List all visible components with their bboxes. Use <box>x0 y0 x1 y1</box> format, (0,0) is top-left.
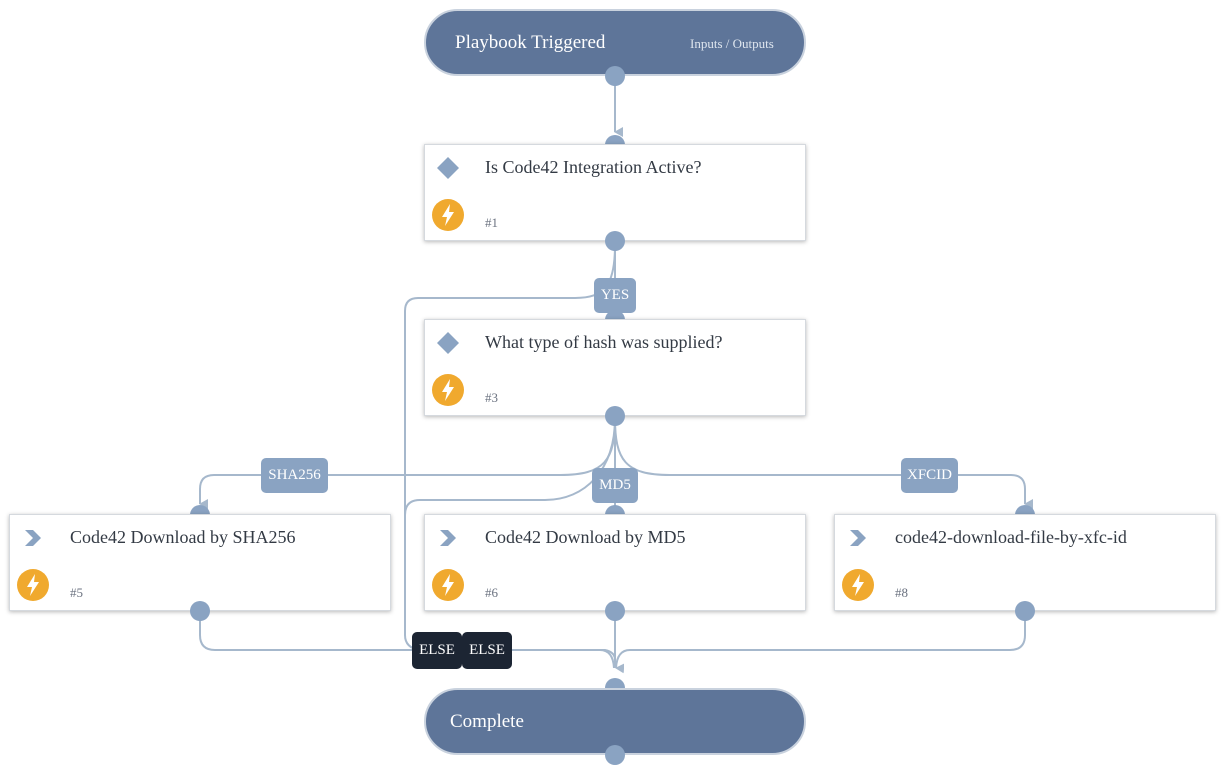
inputs-outputs-link[interactable]: Inputs / Outputs <box>690 36 774 51</box>
bolt-icon <box>432 374 464 406</box>
task-id: #1 <box>485 215 498 230</box>
chevron-right-icon <box>440 530 456 546</box>
task-name: Code42 Download by SHA256 <box>70 527 296 547</box>
port-task5-out <box>190 601 210 621</box>
edge-task3-to-xfcid <box>614 417 1033 509</box>
edge-task8-to-end <box>615 611 1026 674</box>
task-id: #8 <box>895 585 908 600</box>
task-card-8[interactable]: code42-download-file-by-xfc-id #8 <box>834 514 1216 611</box>
task-card-5[interactable]: Code42 Download by SHA256 #5 <box>9 514 391 611</box>
xfcid-label[interactable]: XFCID <box>901 458 958 493</box>
complete-node[interactable]: Complete <box>424 688 806 755</box>
task-id: #6 <box>485 585 498 600</box>
task-id: #5 <box>70 585 83 600</box>
port-task3-out <box>605 406 625 426</box>
bolt-icon <box>432 199 464 231</box>
port-task8-out <box>1015 601 1035 621</box>
md5-label[interactable]: MD5 <box>592 468 638 503</box>
complete-title: Complete <box>450 711 524 732</box>
edge-task3-else <box>404 417 616 516</box>
diamond-icon <box>437 332 459 354</box>
sha256-label[interactable]: SHA256 <box>261 458 328 493</box>
port-start-out <box>605 66 625 86</box>
task-card-1[interactable]: Is Code42 Integration Active? #1 <box>424 144 806 241</box>
port-task1-out <box>605 231 625 251</box>
task-card-6[interactable]: Code42 Download by MD5 #6 <box>424 514 806 611</box>
task-id: #3 <box>485 390 498 405</box>
chevron-right-icon <box>25 530 41 546</box>
task-name: Code42 Download by MD5 <box>485 527 686 547</box>
task-name: code42-download-file-by-xfc-id <box>895 527 1127 547</box>
else-label-1[interactable]: ELSE <box>412 632 462 669</box>
else-label-2[interactable]: ELSE <box>462 632 512 669</box>
start-title: Playbook Triggered <box>455 32 606 53</box>
task-name: What type of hash was supplied? <box>485 332 723 352</box>
port-task6-out <box>605 601 625 621</box>
chevron-right-icon <box>850 530 866 546</box>
bolt-icon <box>842 569 874 601</box>
bolt-icon <box>432 569 464 601</box>
port-end-out <box>605 745 625 765</box>
bolt-icon <box>17 569 49 601</box>
task-card-3[interactable]: What type of hash was supplied? #3 <box>424 319 806 416</box>
edge-task5-to-end <box>199 611 615 669</box>
task-name: Is Code42 Integration Active? <box>485 157 702 177</box>
diamond-icon <box>437 157 459 179</box>
yes-label[interactable]: YES <box>594 278 636 313</box>
